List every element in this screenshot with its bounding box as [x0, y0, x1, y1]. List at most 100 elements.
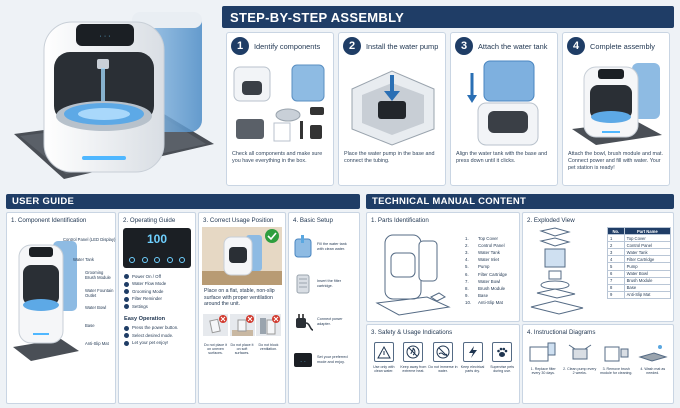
easy-operation-title: Easy Operation [124, 315, 166, 322]
display-readout: 100 [146, 232, 168, 246]
usage-position-panel: 3. Correct Usage Position Place on a fla… [198, 212, 286, 404]
mode-item: Power On / Off [132, 273, 161, 279]
correct-position-image [202, 227, 282, 285]
svg-text:· · ·: · · · [100, 33, 111, 40]
tech-manual-bar: TECHNICAL MANUAL CONTENT [366, 194, 674, 209]
warning-text: Do not place it on uneven surfaces. [204, 342, 227, 355]
step-title: Attach the water tank [478, 41, 548, 51]
easy-step: Select desired mode. [132, 332, 174, 338]
label-brush-module: Grooming Brush Module [85, 270, 111, 280]
label-anti-slip-mat: Anti-Slip Mat [85, 341, 109, 346]
check-icon [265, 229, 279, 243]
remove-brush-icon [604, 346, 629, 362]
tech-manual-title: TECHNICAL MANUAL CONTENT [372, 196, 527, 207]
part-item: Pump [478, 264, 490, 270]
settings-icon [124, 304, 129, 310]
step-bullet-icon [124, 333, 129, 339]
easy-step: Press the power button. [132, 325, 179, 331]
label-fountain-outlet: Water Fountain Outlet [85, 288, 114, 298]
panel-title: 4. Instructional Diagrams [527, 329, 596, 336]
part-item: Water Tank [478, 249, 500, 255]
warning-text: Do not place it on soft surfaces. [230, 342, 254, 355]
operating-guide-panel: 2. Operating Guide 100 Power On / Off Wa… [118, 212, 196, 404]
panel-title: 3. Correct Usage Position [203, 217, 274, 224]
clean-pump-icon [568, 344, 592, 360]
panel-title: 2. Exploded View [527, 217, 575, 224]
pump-install-illustration [351, 70, 435, 146]
diagram-item: 1. Replace filter every 30 days. [526, 341, 560, 375]
mode-panel-icon: · · [294, 353, 312, 367]
step-title: Install the water pump [366, 41, 439, 51]
panel-title: 3. Safety & Usage Indications [371, 329, 453, 336]
panel-title: 1. Parts Identification [371, 217, 429, 224]
setup-step: Insert the filter cartridge. [317, 279, 342, 288]
safety-item: Keep electrical parts dry. [458, 342, 488, 373]
warning-soft: Do not place it on soft surfaces. [229, 313, 255, 356]
assembly-title: STEP-BY-STEP ASSEMBLY [230, 9, 405, 25]
user-guide-title: USER GUIDE [12, 196, 75, 207]
panel-title: 4. Basic Setup [293, 217, 333, 224]
step-caption: Place the water pump in the base and con… [344, 151, 435, 164]
control-button[interactable] [154, 257, 160, 263]
wash-mat-icon [638, 345, 668, 362]
mode-item: Grooming Mode [132, 288, 164, 294]
svg-text:· ·: · · [300, 359, 306, 365]
filter-icon [124, 296, 129, 302]
water-flow-icon [124, 281, 129, 287]
safety-item: Supervise pets during use. [487, 342, 517, 373]
power-icon [124, 274, 129, 280]
safety-item: Use only with clean water. [369, 342, 399, 373]
part-item: Control Panel [478, 242, 505, 248]
step-number: 4 [567, 37, 585, 55]
no-heat-icon [403, 342, 424, 362]
step-caption: Attach the bowl, brush module and mat. C… [568, 151, 663, 171]
parts-line-drawing [375, 234, 451, 316]
control-button[interactable] [141, 257, 148, 263]
part-item: Water Bowl [478, 278, 501, 284]
replace-filter-icon [529, 342, 556, 362]
step-caption: Align the water tank with the base and p… [456, 151, 548, 164]
step-caption: Check all components and make sure you h… [232, 151, 323, 164]
step-title: Identify components [254, 41, 321, 51]
warning-uneven: Do not place it on uneven surfaces. [203, 313, 228, 356]
control-button[interactable] [179, 257, 185, 263]
components-illustration [233, 64, 325, 142]
label-water-bowl: Water Bowl [85, 305, 107, 310]
basic-setup-panel: 4. Basic Setup Fill the water tank with … [288, 212, 360, 404]
step-bullet-icon [124, 340, 129, 346]
safety-item: Keep away from extreme heat. [399, 342, 429, 373]
no-immerse-icon [432, 342, 453, 362]
control-panel-display: 100 [123, 228, 191, 268]
panel-title: 2. Operating Guide [123, 217, 176, 224]
complete-assembly-illustration [572, 63, 662, 145]
diagram-item: 2. Clean pump every 2 weeks. [563, 341, 597, 375]
hero-product-image: · · · [14, 12, 214, 179]
warning-text: Do not block ventilation. [258, 342, 279, 351]
control-button[interactable] [129, 257, 135, 263]
step-number: 1 [231, 37, 249, 55]
label-control-panel: Control Panel (LED Display) [63, 237, 116, 242]
label-water-tank: Water Tank [73, 257, 94, 262]
diagram-item: 4. Wash mat as needed. [636, 341, 670, 375]
component-identification-panel: 1. Component Identification Control Pane… [6, 212, 116, 404]
part-item: Anti-Slip Mat [478, 300, 503, 306]
parts-identification-panel: 1. Parts Identification 1.Top Cover 2.Co… [366, 212, 520, 322]
component-diagram [13, 241, 79, 361]
control-button[interactable] [166, 257, 173, 263]
setup-step: Connect power adapter. [317, 317, 343, 326]
instructional-diagrams-panel: 4. Instructional Diagrams 1. Replace fil… [522, 324, 674, 404]
position-description: Place on a flat, stable, non-slip surfac… [204, 288, 275, 307]
setup-step: Fill the water tank with clean water. [317, 242, 347, 251]
